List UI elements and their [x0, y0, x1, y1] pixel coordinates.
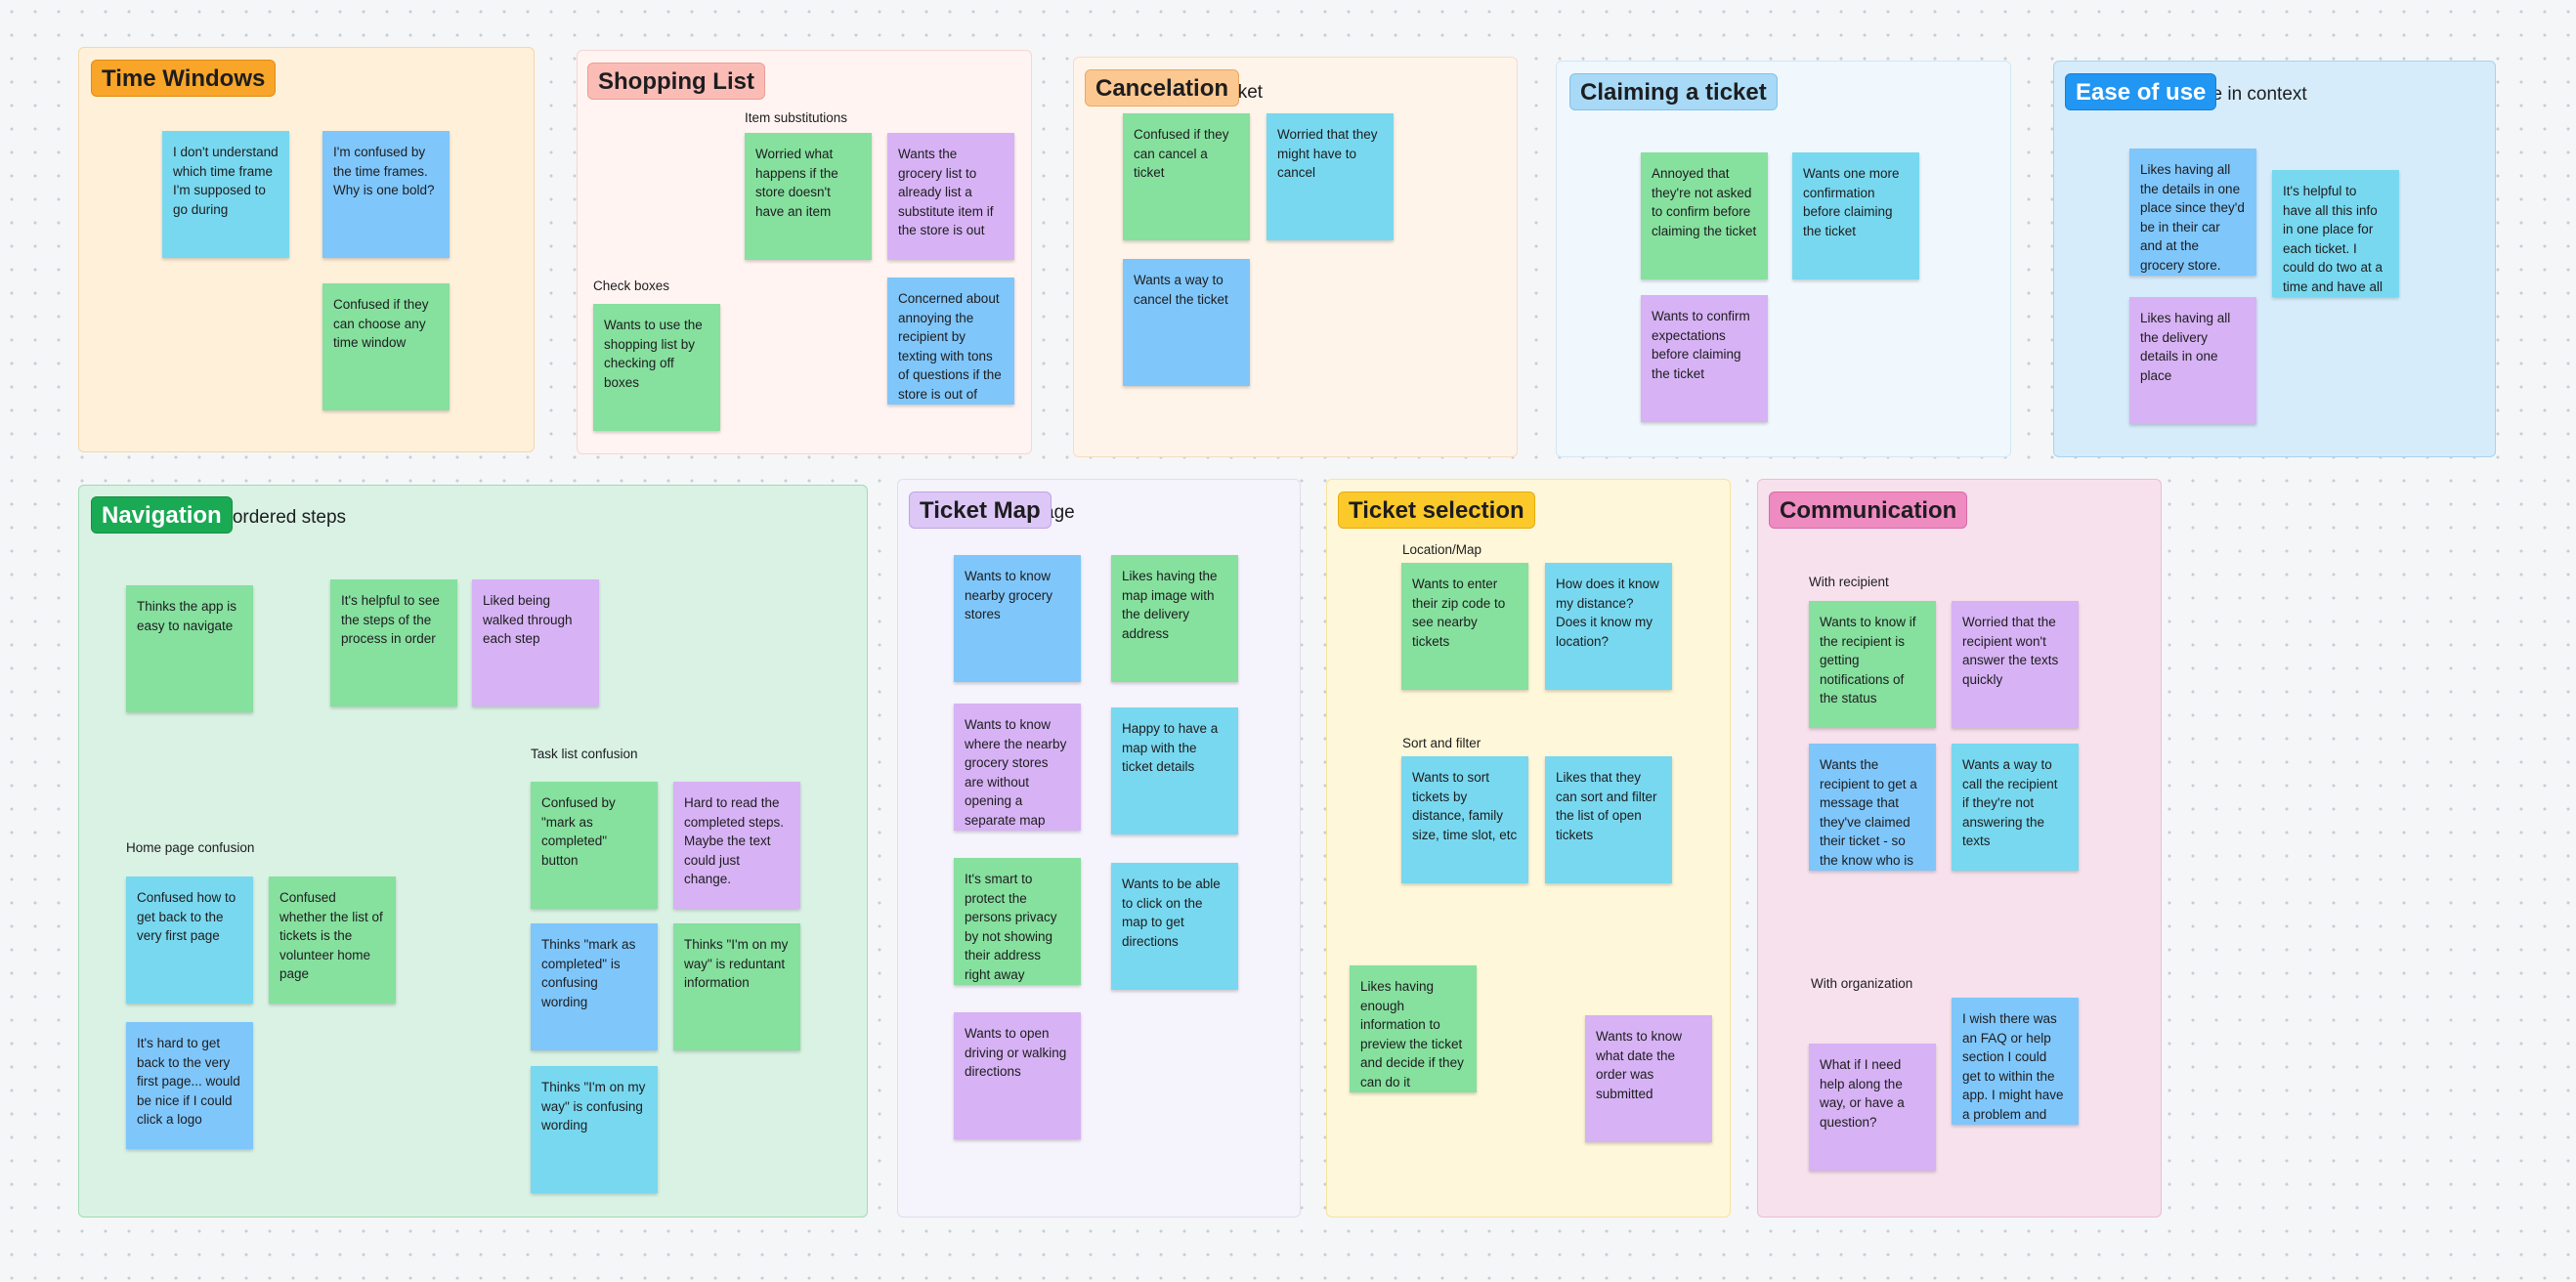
group-label: Sort and filter	[1402, 736, 1481, 750]
sticky-note[interactable]: How does it know my distance? Does it kn…	[1545, 563, 1672, 690]
sticky-note[interactable]: Wants one more confirmation before claim…	[1792, 152, 1919, 279]
sticky-note[interactable]: Worried what happens if the store doesn'…	[745, 133, 872, 260]
section-time-windows[interactable]	[78, 47, 535, 452]
sticky-note[interactable]: What if I need help along the way, or ha…	[1809, 1044, 1936, 1171]
sticky-note[interactable]: Confused by "mark as completed" button	[531, 782, 658, 909]
group-label: With recipient	[1809, 575, 1889, 589]
sticky-note[interactable]: Wants to know what date the order was su…	[1585, 1015, 1712, 1142]
sticky-note[interactable]: Wants a way to cancel the ticket	[1123, 259, 1250, 386]
section-subtitle: d ordered steps	[217, 507, 347, 528]
sticky-note[interactable]: Worried that the recipient won't answer …	[1952, 601, 2079, 728]
sticky-note[interactable]: Confused how to get back to the very fir…	[126, 876, 253, 1004]
section-title-ticket-map[interactable]: Ticket Map	[909, 491, 1052, 529]
sticky-note[interactable]: I'm confused by the time frames. Why is …	[322, 131, 450, 258]
group-label: With organization	[1811, 976, 1913, 991]
sticky-note[interactable]: Happy to have a map with the ticket deta…	[1111, 707, 1238, 834]
sticky-note[interactable]: It's helpful to see the steps of the pro…	[330, 579, 457, 706]
section-title-communication[interactable]: Communication	[1769, 491, 1968, 529]
section-claiming-a-ticket[interactable]	[1556, 61, 2011, 457]
sticky-note[interactable]: Likes having all the details in one plac…	[2129, 149, 2256, 276]
sticky-note[interactable]: Wants to be able to click on the map to …	[1111, 863, 1238, 990]
sticky-note[interactable]: Thinks "I'm on my way" is confusing word…	[531, 1066, 658, 1193]
sticky-note[interactable]: Hard to read the completed steps. Maybe …	[673, 782, 800, 909]
section-title-shopping-list[interactable]: Shopping List	[587, 63, 765, 100]
sticky-note[interactable]: Thinks the app is easy to navigate	[126, 585, 253, 712]
sticky-note[interactable]: It's helpful to have all this info in on…	[2272, 170, 2399, 297]
sticky-note[interactable]: Concerned about annoying the recipient b…	[887, 278, 1014, 405]
sticky-note[interactable]: Wants a way to call the recipient if the…	[1952, 744, 2079, 871]
section-title-claiming-a-ticket[interactable]: Claiming a ticket	[1569, 73, 1778, 110]
sticky-note[interactable]: I don't understand which time frame I'm …	[162, 131, 289, 258]
sticky-note[interactable]: It's smart to protect the persons privac…	[954, 858, 1081, 985]
sticky-note[interactable]: Wants to know nearby grocery stores	[954, 555, 1081, 682]
sticky-note[interactable]: It's hard to get back to the very first …	[126, 1022, 253, 1149]
sticky-note[interactable]: Wants to use the shopping list by checki…	[593, 304, 720, 431]
sticky-note[interactable]: Wants the recipient to get a message tha…	[1809, 744, 1936, 871]
sticky-note[interactable]: Confused if they can cancel a ticket	[1123, 113, 1250, 240]
section-title-ticket-selection[interactable]: Ticket selection	[1338, 491, 1535, 529]
group-label: Check boxes	[593, 278, 670, 293]
sticky-note[interactable]: Wants to enter their zip code to see nea…	[1401, 563, 1528, 690]
sticky-note[interactable]: Annoyed that they're not asked to confir…	[1641, 152, 1768, 279]
sticky-note[interactable]: Confused if they can choose any time win…	[322, 283, 450, 410]
group-label: Location/Map	[1402, 542, 1482, 557]
sticky-note[interactable]: Wants to sort tickets by distance, famil…	[1401, 756, 1528, 883]
sticky-note[interactable]: Wants to know where the nearby grocery s…	[954, 704, 1081, 831]
sticky-note[interactable]: Worried that they might have to cancel	[1267, 113, 1394, 240]
sticky-note[interactable]: Wants the grocery list to already list a…	[887, 133, 1014, 260]
sticky-note[interactable]: Wants to confirm expectations before cla…	[1641, 295, 1768, 422]
sticky-note[interactable]: Thinks "I'm on my way" is reduntant info…	[673, 923, 800, 1050]
section-title-ease-of-use[interactable]: Ease of use	[2065, 73, 2217, 110]
sticky-note[interactable]: Confused whether the list of tickets is …	[269, 876, 396, 1004]
group-label: Task list confusion	[531, 747, 638, 761]
sticky-note[interactable]: Liked being walked through each step	[472, 579, 599, 706]
section-title-time-windows[interactable]: Time Windows	[91, 60, 277, 97]
sticky-note[interactable]: Likes having enough information to previ…	[1350, 965, 1477, 1092]
sticky-note[interactable]: Likes having all the delivery details in…	[2129, 297, 2256, 424]
sticky-note[interactable]: Wants to open driving or walking directi…	[954, 1012, 1081, 1139]
sticky-note[interactable]: I wish there was an FAQ or help section …	[1952, 998, 2079, 1125]
sticky-note[interactable]: Thinks "mark as completed" is confusing …	[531, 923, 658, 1050]
sticky-note[interactable]: Wants to know if the recipient is gettin…	[1809, 601, 1936, 728]
group-label: Item substitutions	[745, 110, 848, 125]
section-subtitle: se in context	[2203, 84, 2307, 105]
sticky-note[interactable]: Likes having the map image with the deli…	[1111, 555, 1238, 682]
group-label: Home page confusion	[126, 840, 255, 855]
section-subtitle: age	[1044, 502, 1075, 523]
section-title-cancelation[interactable]: Cancelation	[1085, 69, 1240, 107]
section-title-navigation[interactable]: Navigation	[91, 496, 233, 534]
sticky-note[interactable]: Likes that they can sort and filter the …	[1545, 756, 1672, 883]
